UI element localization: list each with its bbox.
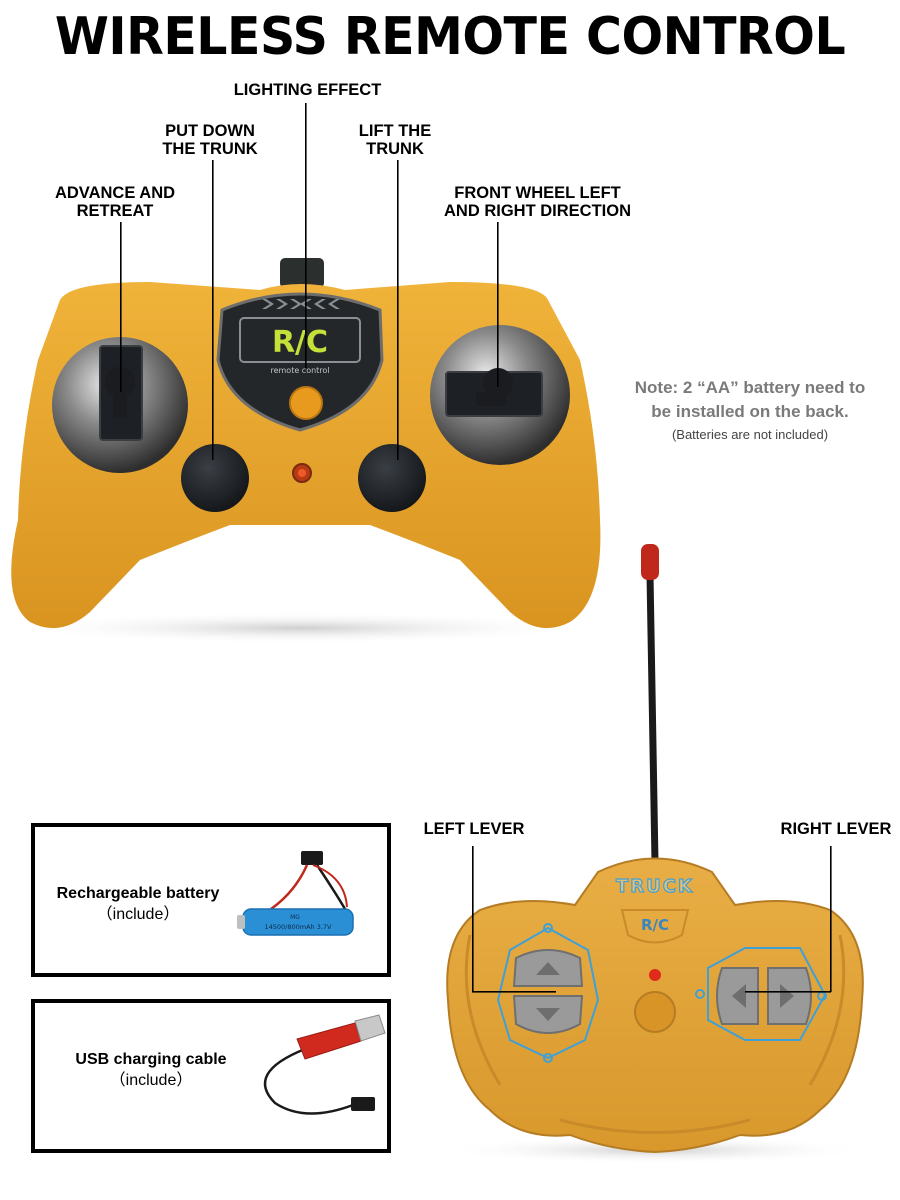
- bottom-rib: [559, 1118, 751, 1134]
- left-pad-outline: [496, 926, 600, 1060]
- usb-title: USB charging cable: [75, 1051, 227, 1068]
- lighting-post: [280, 258, 324, 288]
- usb-include: （include）: [109, 1072, 193, 1089]
- label-front-wheel: FRONT WHEEL LEFT AND RIGHT DIRECTION: [444, 184, 631, 220]
- battery-connector: [301, 851, 323, 865]
- usb-cable-box: USB charging cable （include）: [31, 999, 391, 1153]
- usb-wire: [263, 1047, 354, 1115]
- battery-caption: Rechargeable battery （include）: [43, 883, 233, 925]
- leader-line-right-lever-v: [830, 846, 832, 992]
- leader-line-lift: [397, 160, 399, 460]
- battery-title: Rechargeable battery: [56, 885, 220, 902]
- battery-wire-loop: [312, 864, 348, 908]
- arrow-up-icon: [536, 962, 560, 975]
- center-button[interactable]: [634, 991, 676, 1033]
- leader-line-lighting: [305, 103, 307, 368]
- battery-spec: 14500/800mAh 3.7V: [264, 923, 332, 931]
- page-title: WIRELESS REMOTE CONTROL: [54, 6, 846, 67]
- power-led-core: [298, 469, 306, 477]
- rc-shield: [620, 909, 690, 944]
- note-line-1: Note: 2 “AA” battery need to: [634, 378, 866, 397]
- logo-frame: [239, 317, 361, 363]
- leader-line-put-down: [212, 160, 214, 460]
- rc-logo-subtitle: remote control: [270, 366, 329, 375]
- leader-line-advance: [120, 222, 122, 392]
- label-lighting-effect: LIGHTING EFFECT: [233, 81, 382, 99]
- left-joystick-stem: [113, 390, 127, 418]
- usb-caption: USB charging cable （include）: [61, 1049, 241, 1091]
- lift-trunk-button[interactable]: [358, 444, 426, 512]
- left-grip-rib: [464, 934, 502, 1086]
- label-advance-retreat: ADVANCE AND RETREAT: [54, 184, 176, 220]
- label-left-lever: LEFT LEVER: [423, 820, 525, 838]
- leader-line-left-lever-h: [472, 991, 556, 993]
- leader-line-front-wheel: [497, 222, 499, 387]
- battery-brand: MG: [290, 914, 300, 921]
- label-put-down-trunk: PUT DOWN THE TRUNK: [162, 122, 258, 158]
- right-pad-outline: [707, 947, 827, 1041]
- label-right-lever: RIGHT LEVER: [780, 820, 892, 838]
- leader-line-right-lever-h: [745, 991, 831, 993]
- lighting-button[interactable]: [289, 386, 323, 420]
- left-pad-dot-top: [543, 923, 553, 933]
- battery-cell: [242, 908, 354, 936]
- battery-wire-red: [270, 864, 309, 911]
- truck-label: TRUCK: [616, 876, 694, 897]
- note-line-3: (Batteries are not included): [671, 427, 829, 442]
- antenna-tip: [641, 544, 659, 580]
- arrow-right-icon: [780, 984, 794, 1008]
- arrow-left-icon: [732, 984, 746, 1008]
- battery-note: Note: 2 “AA” battery need to be installe…: [600, 376, 900, 446]
- usb-end-connector: [351, 1097, 375, 1111]
- arrow-down-icon: [536, 1008, 560, 1021]
- battery-terminal: [237, 915, 245, 929]
- label-lift-trunk: LIFT THE TRUNK: [358, 122, 432, 158]
- battery-box: Rechargeable battery （include） MG 14500/…: [31, 823, 391, 977]
- leader-line-left-lever-v: [472, 846, 474, 992]
- battery-wire-black: [315, 864, 347, 910]
- transmitter-led: [649, 969, 661, 981]
- battery-image: MG 14500/800mAh 3.7V: [237, 851, 354, 936]
- usb-plug-metal: [354, 1014, 386, 1042]
- right-grip-rib: [808, 934, 846, 1086]
- transmitter-rc-logo: R/C: [641, 916, 669, 934]
- battery-include: （include）: [96, 906, 180, 923]
- usb-cable-image: [263, 1014, 386, 1115]
- antenna: [646, 571, 659, 866]
- note-line-2: be installed on the back.: [651, 402, 849, 421]
- usb-plug-body: [296, 1022, 362, 1060]
- right-joystick-stem: [476, 392, 506, 406]
- right-pad-dot-left: [695, 989, 705, 999]
- rc-logo: R/C: [272, 325, 328, 360]
- left-pad-dot-bottom: [543, 1053, 553, 1063]
- controller-shadow: [10, 612, 590, 644]
- put-down-trunk-button[interactable]: [181, 444, 249, 512]
